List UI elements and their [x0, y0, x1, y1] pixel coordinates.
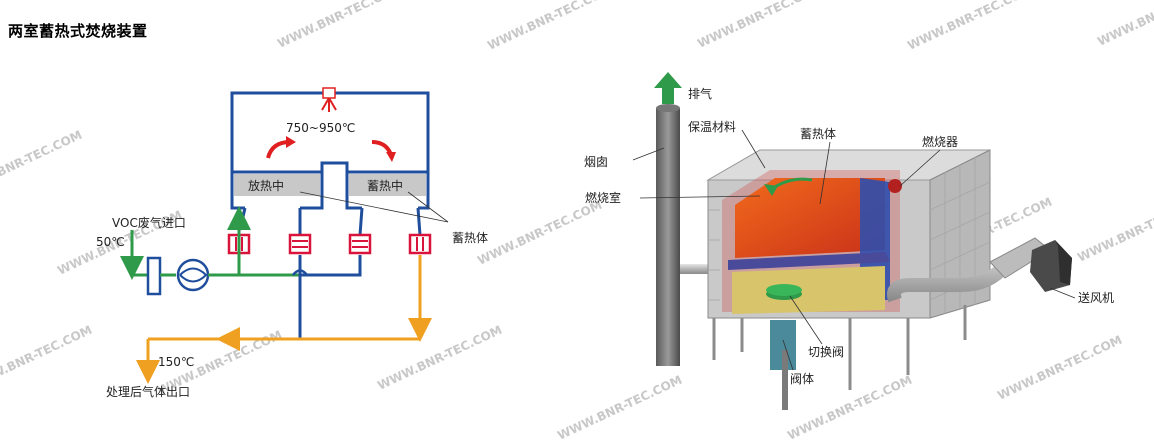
- watermark: WWW.BNR-TEC.COM: [485, 0, 614, 53]
- watermark: WWW.BNR-TEC.COM: [1075, 195, 1154, 265]
- chimney-label: 烟囱: [584, 155, 608, 169]
- valve-body-label: 阀体: [790, 372, 814, 386]
- chamber-left-label: 放热中: [248, 178, 284, 193]
- page-title: 两室蓄热式焚烧装置: [8, 22, 148, 40]
- watermark: WWW.BNR-TEC.COM: [0, 323, 94, 393]
- filter-icon: [146, 256, 162, 296]
- regenerator-3d-label: 蓄热体: [800, 127, 836, 141]
- blower-label: 送风机: [1078, 290, 1114, 305]
- outlet-label: 处理后气体出口: [106, 384, 190, 399]
- burner-label: 燃烧器: [922, 134, 958, 149]
- regenerator-label: 蓄热体: [452, 231, 488, 245]
- exhaust-label: 排气: [688, 86, 712, 101]
- right-illustration: 排气: [584, 72, 1114, 410]
- temperature-label: 750~950℃: [286, 121, 355, 135]
- insulation-label: 保温材料: [688, 120, 736, 134]
- switch-valve-label: 切换阀: [808, 345, 844, 359]
- chamber-right-label: 蓄热中: [367, 178, 403, 193]
- fan-icon: [176, 258, 210, 292]
- combustion-chamber-label: 燃烧室: [585, 190, 621, 205]
- inlet-label: VOC废气进口: [112, 215, 186, 230]
- watermark: WWW.BNR-TEC.COM: [475, 198, 604, 268]
- watermark: WWW.BNR-TEC.COM: [1095, 0, 1154, 49]
- watermark: WWW.BNR-TEC.COM: [995, 333, 1124, 403]
- exhaust-arrow-icon: [654, 72, 682, 104]
- watermark: WWW.BNR-TEC.COM: [555, 373, 684, 443]
- watermark: WWW.BNR-TEC.COM: [695, 0, 824, 51]
- watermark: WWW.BNR-TEC.COM: [375, 323, 504, 393]
- burner-icon: [322, 87, 336, 99]
- watermark: WWW.BNR-TEC.COM: [905, 0, 1034, 53]
- chamber-storing: [349, 174, 426, 196]
- lower-chamber: [732, 266, 885, 314]
- blower-duct: [887, 243, 1034, 303]
- chimney: [656, 108, 680, 366]
- watermark: WWW.BNR-TEC.COM: [0, 128, 84, 198]
- burner-icon: [888, 179, 902, 193]
- chamber-releasing: [234, 174, 320, 196]
- outlet-temp-label: 150℃: [158, 355, 194, 369]
- left-schematic: 750~950℃ 放热中 蓄热中 蓄热体: [96, 87, 488, 399]
- flame-icon: [321, 97, 337, 112]
- regenerator-block: [735, 178, 885, 258]
- valve-icons: [227, 233, 432, 255]
- inlet-temp-label: 50℃: [96, 235, 125, 249]
- watermark: WWW.BNR-TEC.COM: [275, 0, 404, 51]
